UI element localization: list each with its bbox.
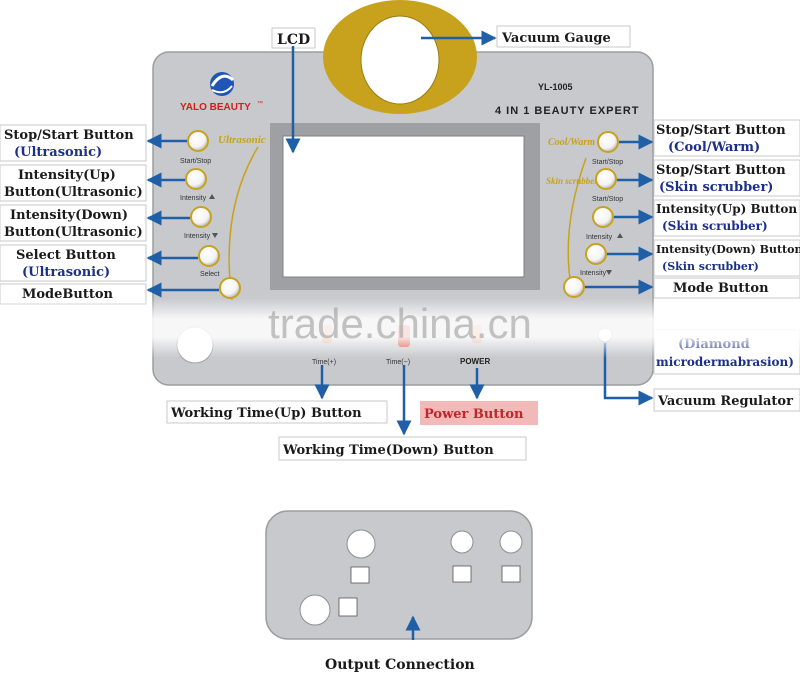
- brand-name: YALO BEAUTY: [180, 102, 251, 113]
- right-callout-2-line2: (Skin scrubber): [659, 180, 773, 195]
- ultrasonic-start-stop-label: Start/Stop: [180, 158, 211, 165]
- brand-tm: ™: [257, 100, 263, 107]
- output-port: [299, 594, 331, 626]
- power-button-callout: Power Button: [424, 407, 524, 422]
- working-time-down-callout: Working Time(Down) Button: [282, 443, 494, 458]
- time-up-label: Time(+): [312, 359, 336, 366]
- scrubber-intensity-down-button[interactable]: [585, 243, 607, 265]
- left-callout-3-line2: Button(Ultrasonic): [4, 225, 143, 240]
- right-callout-1-line2: (Cool/Warm): [668, 140, 760, 155]
- lcd-screen: [282, 135, 525, 278]
- lcd-callout: LCD: [277, 32, 310, 48]
- working-time-up-callout-box: [166, 400, 388, 424]
- scrubber-intensity-up-button[interactable]: [592, 206, 614, 228]
- ultrasonic-select-button[interactable]: [198, 245, 220, 267]
- vacuum-gauge: [360, 15, 440, 105]
- left-mode-button[interactable]: [219, 277, 241, 299]
- ultrasonic-select-label: Select: [200, 271, 220, 278]
- right-callout-3-line2: (Skin scrubber): [662, 219, 768, 233]
- output-port: [346, 529, 376, 559]
- coolwarm-start-stop-button[interactable]: [597, 131, 619, 153]
- right-callout-box: [653, 159, 800, 197]
- right-callout-4-line1: Intensity(Down) Button: [656, 243, 800, 256]
- power-button-callout-box: [420, 401, 538, 425]
- coolwarm-port-icon: [501, 565, 521, 583]
- ultrasonic-start-stop-button[interactable]: [187, 130, 209, 152]
- output-connection-callout: Output Connection: [325, 657, 475, 673]
- left-callout-2-line2: Button(Ultrasonic): [4, 185, 143, 200]
- ultrasonic-intensity-up-label: Intensity: [180, 195, 207, 202]
- ultrasonic-port-icon: [452, 565, 472, 583]
- model-number: YL-1005: [538, 82, 573, 92]
- ultrasonic-intensity-up-button[interactable]: [185, 168, 207, 190]
- left-callout-2-line1: Intensity(Up): [18, 168, 116, 183]
- left-callout-1-line2: (Ultrasonic): [14, 145, 102, 160]
- right-callout-6-line2: microdermabrasion): [656, 355, 794, 369]
- left-callout-4-line2: (Ultrasonic): [22, 265, 110, 280]
- ultrasonic-intensity-down-button[interactable]: [190, 206, 212, 228]
- left-callout-box: [0, 244, 147, 282]
- yalo-logo: [210, 72, 235, 96]
- scrubber-port-icon: [350, 566, 370, 584]
- triangle-up-icon: [209, 194, 215, 199]
- right-callout-3-line1: Intensity(Up) Button: [656, 202, 797, 216]
- working-time-down-callout-box: [278, 436, 527, 461]
- output-port: [450, 530, 474, 554]
- scrubber-intensity-down-label: Intensity: [580, 270, 607, 277]
- right-callout-box: [653, 239, 800, 277]
- scrubber-start-stop-button[interactable]: [595, 168, 617, 190]
- output-port: [499, 530, 523, 554]
- right-callout-4-line2: (Skin scrubber): [662, 260, 759, 273]
- coolwarm-start-stop-label: Start/Stop: [592, 159, 623, 166]
- skin-scrubber-label: Skin scrubber: [546, 176, 598, 186]
- diamond-port-icon: [338, 597, 358, 617]
- ultrasonic-intensity-down-label: Intensity: [184, 233, 211, 240]
- left-callout-box: [0, 164, 147, 202]
- right-callout-box: [653, 119, 800, 157]
- watermark-text: trade.china.cn: [268, 300, 532, 347]
- triangle-down-icon: [212, 233, 218, 238]
- callout-arrows: [146, 30, 654, 640]
- time-down-label: Time(−): [386, 359, 410, 366]
- power-label: POWER: [460, 357, 490, 366]
- right-callout-box: [653, 199, 800, 237]
- vacuum-regulator-callout: Vacuum Regulator: [657, 394, 793, 409]
- left-callout-1-line1: Stop/Start Button: [4, 128, 134, 143]
- left-callout-4-line1: Select Button: [16, 248, 116, 263]
- panel-subtitle: 4 IN 1 BEAUTY EXPERT: [495, 105, 640, 117]
- cool-warm-label: Cool/Warm: [548, 137, 595, 148]
- scrubber-start-stop-label: Start/Stop: [592, 196, 623, 203]
- vacuum-gauge-callout-box: [496, 25, 631, 48]
- working-time-up-callout: Working Time(Up) Button: [170, 406, 362, 421]
- right-callout-5-line1: Mode Button: [673, 281, 769, 296]
- left-callout-box: [0, 124, 147, 162]
- right-callout-2-line1: Stop/Start Button: [656, 163, 786, 178]
- triangle-up-icon: [617, 233, 623, 238]
- scrubber-intensity-up-label: Intensity: [586, 234, 613, 241]
- triangle-down-icon: [606, 270, 612, 275]
- right-callout-1-line1: Stop/Start Button: [656, 123, 786, 138]
- vacuum-regulator-callout-box: [653, 388, 800, 412]
- left-callout-box: [0, 204, 147, 242]
- vacuum-gauge-callout: Vacuum Gauge: [501, 31, 611, 46]
- ultrasonic-label: Ultrasonic: [218, 134, 266, 146]
- left-callout-3-line1: Intensity(Down): [10, 208, 128, 223]
- right-mode-button[interactable]: [563, 276, 585, 298]
